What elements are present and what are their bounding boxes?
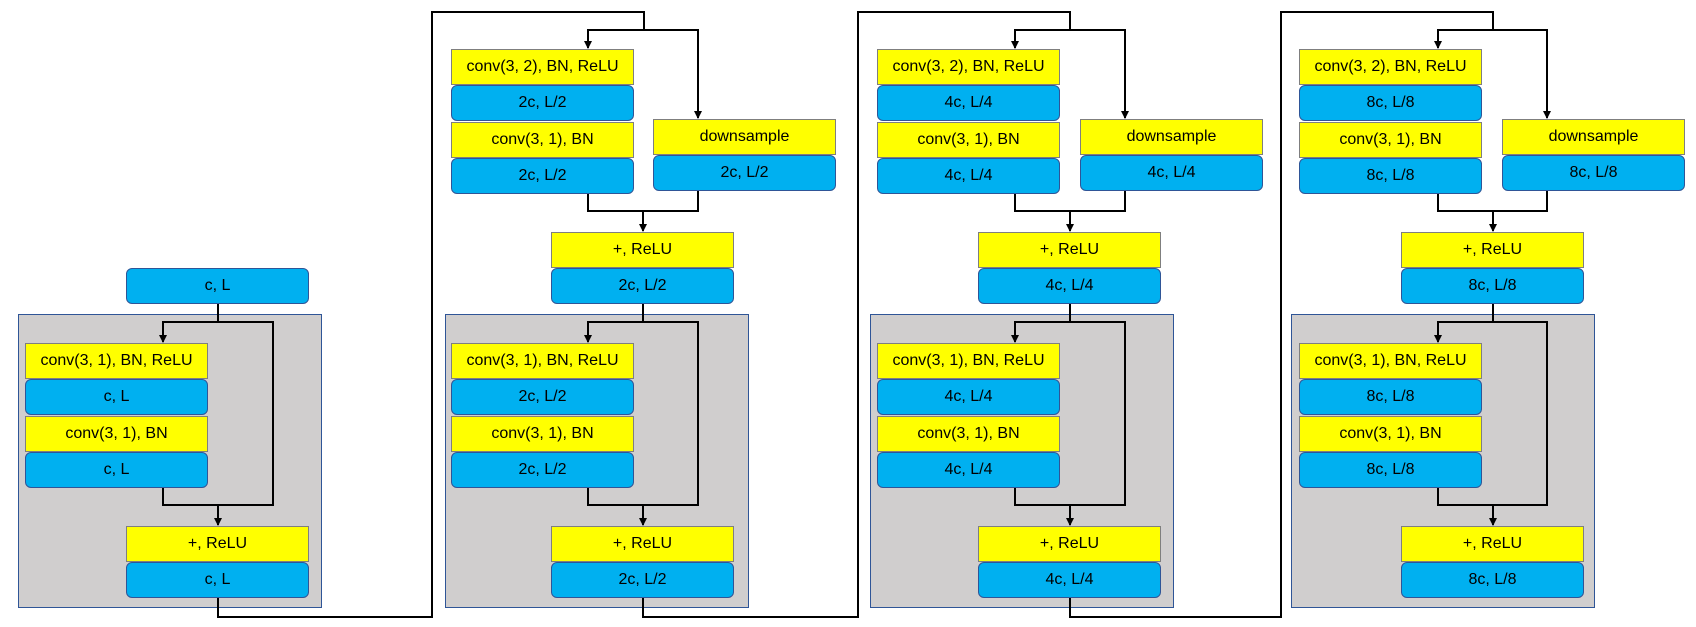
s3-downsample-shape: 4c, L/4 — [1080, 155, 1263, 191]
s2-conv1: conv(3, 1), BN, ReLU — [451, 343, 634, 379]
s2-down-main — [584, 29, 698, 49]
s4-down-add-relu: +, ReLU — [1401, 232, 1584, 268]
s2-conv2: conv(3, 1), BN — [451, 416, 634, 452]
s4-shape1: 8c, L/8 — [1299, 379, 1482, 415]
s4-down-skip — [1493, 29, 1551, 119]
s3-conv2: conv(3, 1), BN — [877, 416, 1060, 452]
s2-down-shape2: 2c, L/2 — [451, 158, 634, 194]
s4-conv1: conv(3, 1), BN, ReLU — [1299, 343, 1482, 379]
s2-out: 2c, L/2 — [551, 562, 734, 598]
s2-add-relu: +, ReLU — [551, 526, 734, 562]
s3-down-shape1: 4c, L/4 — [877, 85, 1060, 121]
s3-down-conv1: conv(3, 2), BN, ReLU — [877, 49, 1060, 85]
input-shape: c, L — [126, 268, 309, 304]
s3-out: 4c, L/4 — [978, 562, 1161, 598]
s3-shape1: 4c, L/4 — [877, 379, 1060, 415]
s4-add-relu: +, ReLU — [1401, 526, 1584, 562]
s2-down-conv1: conv(3, 2), BN, ReLU — [451, 49, 634, 85]
s3-down-add-relu: +, ReLU — [978, 232, 1161, 268]
s2-down-skip — [644, 29, 702, 119]
s3-shape2: 4c, L/4 — [877, 452, 1060, 488]
s2-down-shape1: 2c, L/2 — [451, 85, 634, 121]
s3-down-conv2: conv(3, 1), BN — [877, 122, 1060, 158]
s3-add-relu: +, ReLU — [978, 526, 1161, 562]
s2-down-merge — [587, 191, 699, 231]
s4-down-merge — [1437, 191, 1548, 231]
s4-downsample: downsample — [1502, 119, 1685, 155]
s2-down-out: 2c, L/2 — [551, 268, 734, 304]
s3-downsample: downsample — [1080, 119, 1263, 155]
s4-down-shape1: 8c, L/8 — [1299, 85, 1482, 121]
s3-down-out: 4c, L/4 — [978, 268, 1161, 304]
s2-down-conv2: conv(3, 1), BN — [451, 122, 634, 158]
s4-down-out: 8c, L/8 — [1401, 268, 1584, 304]
s3-down-skip — [1070, 29, 1129, 119]
s4-shape2: 8c, L/8 — [1299, 452, 1482, 488]
s4-downsample-shape: 8c, L/8 — [1502, 155, 1685, 191]
s4-conv2: conv(3, 1), BN — [1299, 416, 1482, 452]
s2-shape2: 2c, L/2 — [451, 452, 634, 488]
s3-down-merge — [1014, 191, 1126, 231]
s2-down-add-relu: +, ReLU — [551, 232, 734, 268]
s3-down-main — [1011, 29, 1125, 49]
s1-shape1: c, L — [25, 379, 208, 415]
s2-downsample: downsample — [653, 119, 836, 155]
s4-down-conv1: conv(3, 2), BN, ReLU — [1299, 49, 1482, 85]
s1-out: c, L — [126, 562, 309, 598]
s2-downsample-shape: 2c, L/2 — [653, 155, 836, 191]
s1-shape2: c, L — [25, 452, 208, 488]
s4-down-conv2: conv(3, 1), BN — [1299, 122, 1482, 158]
s3-down-shape2: 4c, L/4 — [877, 158, 1060, 194]
s4-down-shape2: 8c, L/8 — [1299, 158, 1482, 194]
s3-conv1: conv(3, 1), BN, ReLU — [877, 343, 1060, 379]
s4-down-main — [1434, 29, 1547, 49]
s1-conv2: conv(3, 1), BN — [25, 416, 208, 452]
s2-shape1: 2c, L/2 — [451, 379, 634, 415]
s1-add-relu: +, ReLU — [126, 526, 309, 562]
s4-out: 8c, L/8 — [1401, 562, 1584, 598]
s1-conv1: conv(3, 1), BN, ReLU — [25, 343, 208, 379]
